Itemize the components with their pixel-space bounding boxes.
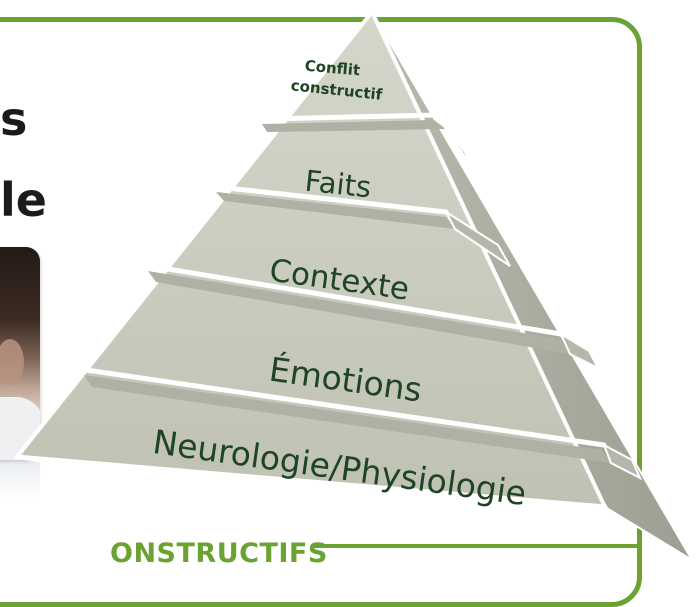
photo-reflection bbox=[0, 462, 40, 498]
pyramid-diagram: Conflit constructif Faits Contexte Émoti… bbox=[14, 12, 692, 560]
slide-title-line-1: s bbox=[0, 92, 28, 146]
footer-divider bbox=[312, 544, 642, 548]
level-label-conflit-line-1: Conflit bbox=[304, 57, 361, 80]
slide-title-line-2: le bbox=[0, 173, 47, 227]
pyramid-band-separators bbox=[14, 112, 608, 510]
speaker-photo bbox=[0, 247, 40, 460]
pyramid-band-lips bbox=[84, 120, 611, 463]
footer-caption: ONSTRUCTIFS bbox=[110, 538, 328, 569]
level-label-faits: Faits bbox=[303, 164, 373, 205]
speaker-face bbox=[0, 339, 24, 385]
pyramid-band-side-lips bbox=[435, 114, 643, 481]
